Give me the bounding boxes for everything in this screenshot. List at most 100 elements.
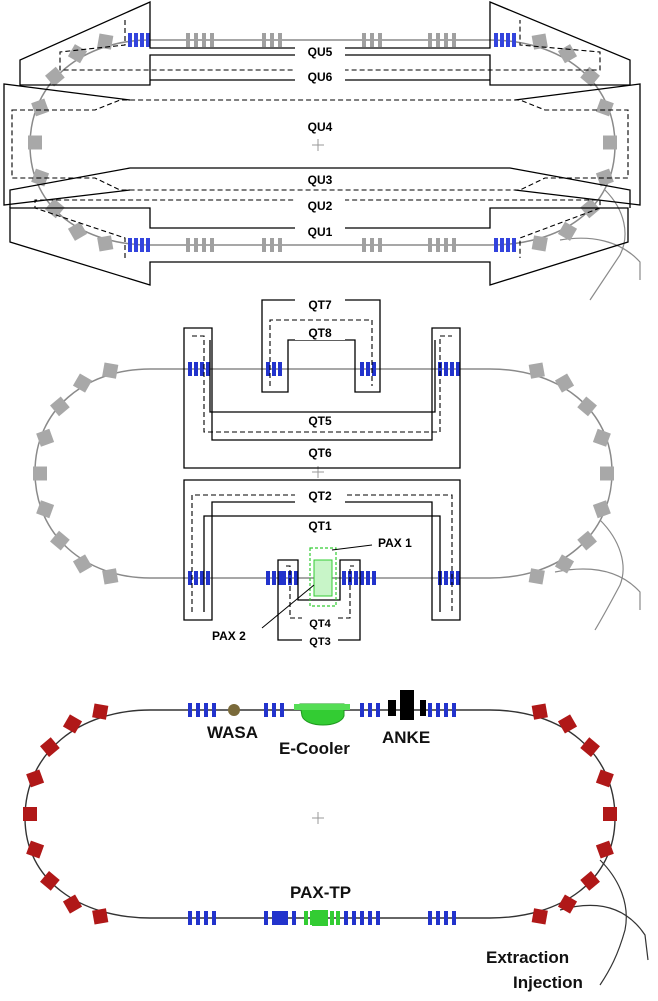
dipole-magnet [528,568,545,585]
dipole-magnet [31,98,50,117]
quadrupole-magnet [196,703,200,717]
quadrupole-magnet [262,238,266,252]
quadrupole-magnet [264,703,268,717]
dipole-magnet [33,466,47,481]
quadrupole-magnet [444,238,448,252]
panel-2-qt-families: QT7 QT8 QT5 QT6 QT2 QT1 QT4 QT3 PAX 1 PA… [33,297,641,648]
quadrupole-magnet [206,571,210,585]
quadrupole-magnet [428,703,432,717]
quadrupole-magnet [444,33,448,47]
dipole-magnet [45,66,65,87]
label-qu6: QU6 [308,70,333,84]
quadrupole-magnet [494,238,498,252]
quadrupole-magnet [438,362,442,376]
quadrupole-magnet [188,911,192,925]
dipole-magnet [92,703,109,720]
dipole-magnet [531,908,548,925]
qt2-dashed [191,494,453,612]
quadrupole-magnet [188,571,192,585]
dipole-magnets-1 [28,33,617,252]
quadrupole-magnet [428,911,432,925]
quadrupole-magnet [264,911,268,925]
quadrupole-magnet [186,238,190,252]
quadrupole-magnet [212,703,216,717]
dipole-magnet [531,33,548,50]
quadrupole-magnet [512,33,516,47]
quadrupole-magnet [204,703,208,717]
quadrupole-magnets-1 [128,33,516,252]
quadrupole-magnet [202,238,206,252]
quadrupole-magnet [272,911,276,925]
quadrupole-magnet [452,33,456,47]
dipole-magnet [97,33,114,50]
quadrupole-magnet [428,33,432,47]
quadrupole-magnet [140,238,144,252]
quadrupole-magnet [212,911,216,925]
label-qt6: QT6 [308,446,332,460]
quadrupole-magnet [278,33,282,47]
dipole-magnet [557,44,578,64]
dipole-magnet [26,840,45,859]
qt2-region [183,479,461,621]
label-qt7: QT7 [308,298,332,312]
quadrupole-magnet [362,238,366,252]
label-qt5: QT5 [308,414,332,428]
qt7-region [261,299,381,393]
quadrupole-magnet [204,911,208,925]
quadrupole-magnet [196,911,200,925]
label-paxtp: PAX-TP [290,883,351,902]
quadrupole-magnet [128,238,132,252]
quadrupole-magnet [194,238,198,252]
dipole-magnet [592,428,611,447]
dipole-magnet [592,500,611,519]
quadrupole-magnet [280,911,284,925]
dipole-magnet [62,894,83,914]
label-pax1: PAX 1 [378,536,412,550]
label-qu1: QU1 [308,225,333,239]
quadrupole-magnet [456,571,460,585]
quadrupole-magnet [436,703,440,717]
quadrupole-magnet [506,238,510,252]
quadrupole-magnet [378,238,382,252]
dipole-magnet [580,870,600,891]
label-qt2: QT2 [308,489,332,503]
pax2-box [313,559,333,597]
quadrupole-magnet [186,33,190,47]
extraction-line-3 [599,859,627,986]
quadrupole-magnet [210,238,214,252]
dipole-magnet [36,500,55,519]
quadrupole-magnet [376,911,380,925]
quadrupole-magnet [500,33,504,47]
quadrupole-magnet [282,571,286,585]
qt5-inner [209,340,436,413]
quadrupole-magnet [292,911,296,925]
center-cross-1 [312,139,324,151]
dipole-magnet [577,530,597,551]
quadrupole-magnet [200,571,204,585]
quadrupole-magnet [194,362,198,376]
quadrupole-magnet [444,571,448,585]
quadrupole-magnet [436,33,440,47]
quadrupole-magnet [360,571,364,585]
dipole-magnet [528,362,545,379]
quadrupole-magnet [336,911,340,925]
qt8-region [269,319,373,386]
quadrupole-magnet [146,33,150,47]
label-anke: ANKE [382,728,430,747]
quadrupole-magnet [352,911,356,925]
quadrupole-magnet [500,238,504,252]
quadrupole-magnet [494,33,498,47]
quadrupole-magnet [202,33,206,47]
label-ecooler: E-Cooler [279,739,350,758]
dipole-magnets-2 [33,362,614,585]
quadrupole-magnet [342,571,346,585]
quadrupole-magnet [210,33,214,47]
quadrupole-magnet [436,238,440,252]
qu2-region [34,199,601,258]
label-qt8: QT8 [308,326,332,340]
quadrupole-magnet [266,362,270,376]
quadrupole-magnet [278,571,282,585]
dipole-magnet [92,908,109,925]
dipole-magnet [580,737,600,758]
panel-1-qu-families: QU5 QU6 QU4 QU3 QU2 QU1 [3,0,641,301]
